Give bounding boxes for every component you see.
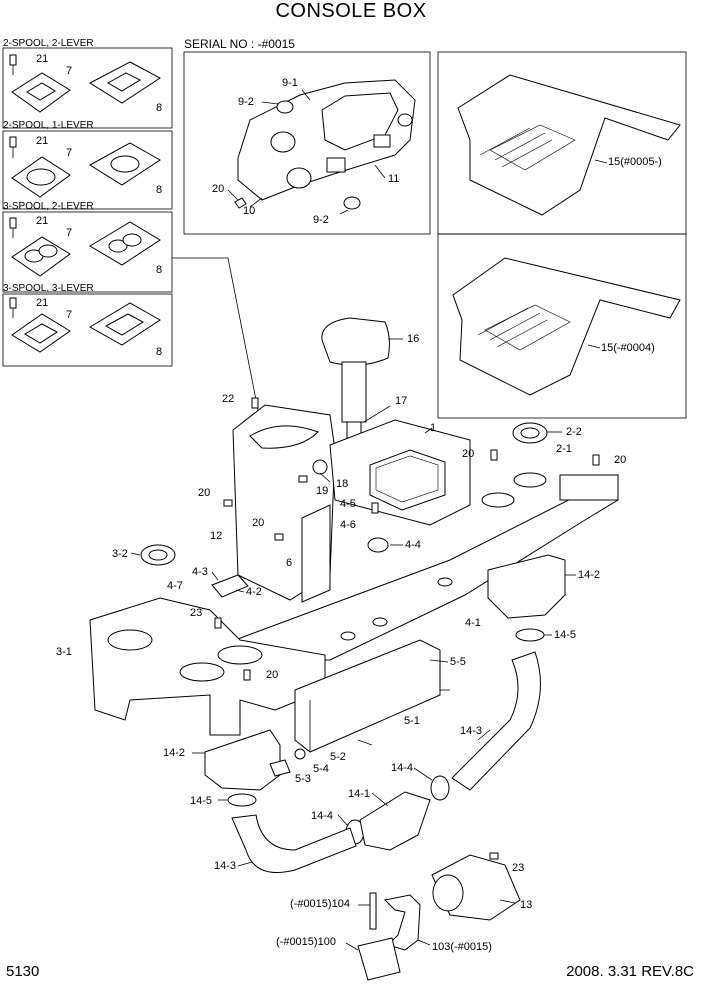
variant-box-3 <box>2 211 173 293</box>
callout-103: 103(-#0015) <box>432 941 492 953</box>
callout-5-1: 5-1 <box>404 715 420 727</box>
callout-3-1: 3-1 <box>56 646 72 658</box>
callout-4-4: 4-4 <box>405 539 421 551</box>
callout-21-v3: 21 <box>36 215 49 227</box>
callout-22: 22 <box>222 393 235 405</box>
callout-100: (-#0015)100 <box>276 936 336 948</box>
callout-3-2: 3-2 <box>112 548 128 560</box>
callout-1: 1 <box>430 422 437 434</box>
callout-2-2: 2-2 <box>566 426 582 438</box>
variant-label-1: 2-SPOOL, 2-LEVER <box>3 38 94 49</box>
callout-10: 10 <box>243 205 256 217</box>
callout-4-6: 4-6 <box>340 519 356 531</box>
callout-20-f: 20 <box>266 669 279 681</box>
variant-label-3: 3-SPOOL, 2-LEVER <box>3 201 94 212</box>
callout-9-1: 9-1 <box>282 77 298 89</box>
callout-7-v3: 7 <box>66 227 73 239</box>
callout-12: 12 <box>210 530 223 542</box>
callout-20-d: 20 <box>198 487 211 499</box>
callout-14-5-right: 14-5 <box>554 629 577 641</box>
callout-14-5-left: 14-5 <box>190 795 213 807</box>
callout-6: 6 <box>286 557 293 569</box>
callout-4-7: 4-7 <box>167 580 183 592</box>
callout-20-c: 20 <box>614 454 627 466</box>
callout-9-2-bottom: 9-2 <box>313 214 329 226</box>
callout-14-2-right: 14-2 <box>578 569 601 581</box>
callout-19: 19 <box>316 485 329 497</box>
variant-panels <box>2 47 259 411</box>
callout-20-b: 20 <box>462 448 475 460</box>
callout-20-e: 20 <box>252 517 265 529</box>
callout-11: 11 <box>388 173 400 185</box>
callout-4-5: 4-5 <box>340 498 356 510</box>
callout-14-4-right: 14-4 <box>391 762 414 774</box>
variant-label-2: 2-SPOOL, 1-LEVER <box>3 120 94 131</box>
mat-panel <box>437 51 687 419</box>
callout-17: 17 <box>395 395 408 407</box>
variant-label-4: 3-SPOOL, 3-LEVER <box>3 283 94 294</box>
console-assembly <box>89 317 619 981</box>
callout-8-v1: 8 <box>156 102 163 114</box>
callout-7-v2: 7 <box>66 147 73 159</box>
callout-8-v3: 8 <box>156 264 163 276</box>
callout-7-v1: 7 <box>66 65 73 77</box>
serial-panel <box>183 51 431 235</box>
callout-21-v4: 21 <box>36 297 49 309</box>
callout-15-new: 15(#0005-) <box>608 156 662 168</box>
callout-15-old: 15(-#0004) <box>601 342 655 354</box>
callout-9-2-top: 9-2 <box>238 96 254 108</box>
callout-5-2: 5-2 <box>330 751 346 763</box>
serial-label: SERIAL NO : -#0015 <box>184 37 295 51</box>
callout-14-2-left: 14-2 <box>163 747 186 759</box>
callout-7-v4: 7 <box>66 309 73 321</box>
callout-5-5: 5-5 <box>450 656 466 668</box>
callout-23-bottom: 23 <box>512 862 525 874</box>
callout-16: 16 <box>407 333 420 345</box>
callout-4-3: 4-3 <box>192 566 208 578</box>
variant-box-4 <box>2 293 173 367</box>
callout-20-panel: 20 <box>212 183 225 195</box>
variant-3-parts <box>9 217 161 277</box>
callout-23-top: 23 <box>190 607 203 619</box>
callout-14-4-left: 14-4 <box>311 810 334 822</box>
callout-104: (-#0015)104 <box>290 898 350 910</box>
variant-box-1 <box>2 47 173 129</box>
callout-14-1: 14-1 <box>348 788 371 800</box>
variant-2-parts <box>9 136 161 198</box>
callout-18: 18 <box>336 478 349 490</box>
page-number: 5130 <box>6 963 40 980</box>
callout-14-3-left: 14-3 <box>214 860 237 872</box>
page-title: CONSOLE BOX <box>275 0 427 22</box>
callout-8-v4: 8 <box>156 346 163 358</box>
callout-2-1: 2-1 <box>556 443 572 455</box>
callout-5-3: 5-3 <box>295 773 311 785</box>
revision-date: 2008. 3.31 REV.8C <box>566 963 694 980</box>
variant-1-parts <box>9 54 161 113</box>
variant-box-2 <box>2 130 173 210</box>
callout-13: 13 <box>520 899 533 911</box>
variant-4-parts <box>9 297 161 353</box>
callout-4-1: 4-1 <box>465 617 481 629</box>
callout-14-3-right: 14-3 <box>460 725 483 737</box>
callout-21-v1: 21 <box>36 53 49 65</box>
callout-8-v2: 8 <box>156 184 163 196</box>
callout-5-4: 5-4 <box>313 763 329 775</box>
callout-4-2: 4-2 <box>246 586 262 598</box>
callout-21-v2: 21 <box>36 135 49 147</box>
